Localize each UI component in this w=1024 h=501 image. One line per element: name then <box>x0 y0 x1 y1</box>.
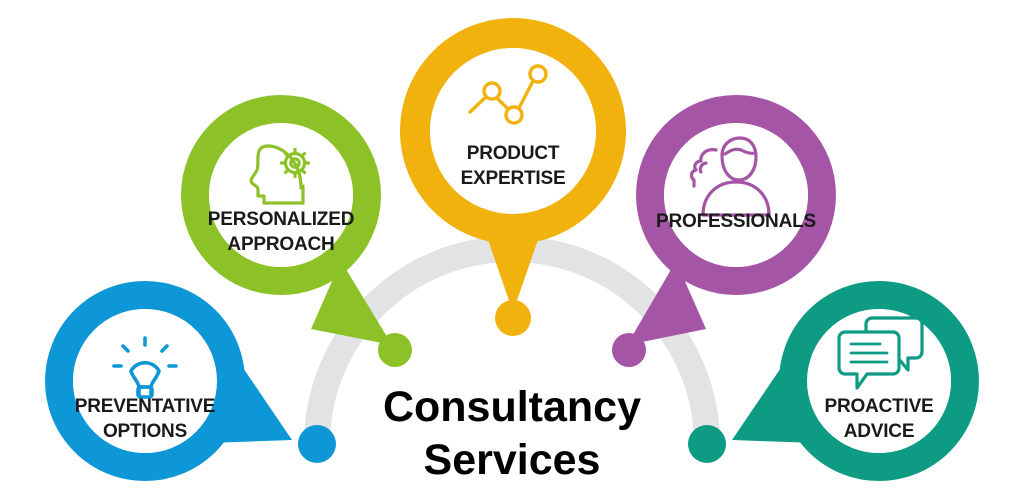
bubble-face-preventative-options <box>73 309 217 453</box>
arc-dot-proactive-advice[interactable] <box>688 425 726 463</box>
bubble-label-product-expertise-line1: PRODUCT <box>467 143 560 164</box>
bubble-ring-personalized-approach <box>181 95 381 295</box>
bubble-ring-product-expertise <box>400 18 626 244</box>
bubble-label-preventative-options-line2: OPTIONS <box>103 421 187 442</box>
line-chart-icon <box>468 64 548 125</box>
bubble-label-preventative-options-line1: PREVENTATIVE <box>75 396 215 417</box>
bubble-personalized-approach[interactable]: PERSONALIZED APPROACH <box>181 95 392 345</box>
head-gear-icon <box>249 144 311 205</box>
bubble-tail-personalized-approach <box>311 261 392 345</box>
bubble-label-personalized-approach-line2: APPROACH <box>227 234 334 255</box>
bubble-label-proactive-advice-line2: ADVICE <box>844 421 915 442</box>
arc-dot-preventative-options[interactable] <box>298 425 336 463</box>
bubble-face-professionals <box>664 123 808 267</box>
center-title-group: Consultancy Services <box>383 383 641 484</box>
arc-dot-product-expertise[interactable] <box>495 300 531 336</box>
bubble-ring-professionals <box>636 95 836 295</box>
bubble-product-expertise[interactable]: PRODUCT EXPERTISE <box>400 18 626 312</box>
bubble-label-product-expertise-line2: EXPERTISE <box>461 168 566 189</box>
bubble-face-product-expertise <box>430 48 596 214</box>
center-title-line1: Consultancy <box>383 383 641 431</box>
bubble-ring-proactive-advice <box>779 281 979 481</box>
bubble-label-professionals-line1: PROFESSIONALS <box>656 211 816 232</box>
bubble-face-personalized-approach <box>209 123 353 267</box>
lightbulb-icon <box>112 336 178 399</box>
center-title-line2: Services <box>424 436 601 484</box>
bubble-tail-professionals <box>627 261 706 345</box>
bubble-proactive-advice[interactable]: PROACTIVE ADVICE <box>732 281 979 481</box>
speech-bubbles-icon <box>837 316 924 390</box>
bubble-ring-preventative-options <box>45 281 245 481</box>
people-group-icon <box>689 136 771 217</box>
bubble-label-personalized-approach-line1: PERSONALIZED <box>208 209 354 230</box>
bubble-professionals[interactable]: PROFESSIONALS <box>627 95 836 345</box>
bubble-label-proactive-advice-line1: PROACTIVE <box>824 396 933 417</box>
bubble-preventative-options[interactable]: PREVENTATIVE OPTIONS <box>45 281 292 481</box>
